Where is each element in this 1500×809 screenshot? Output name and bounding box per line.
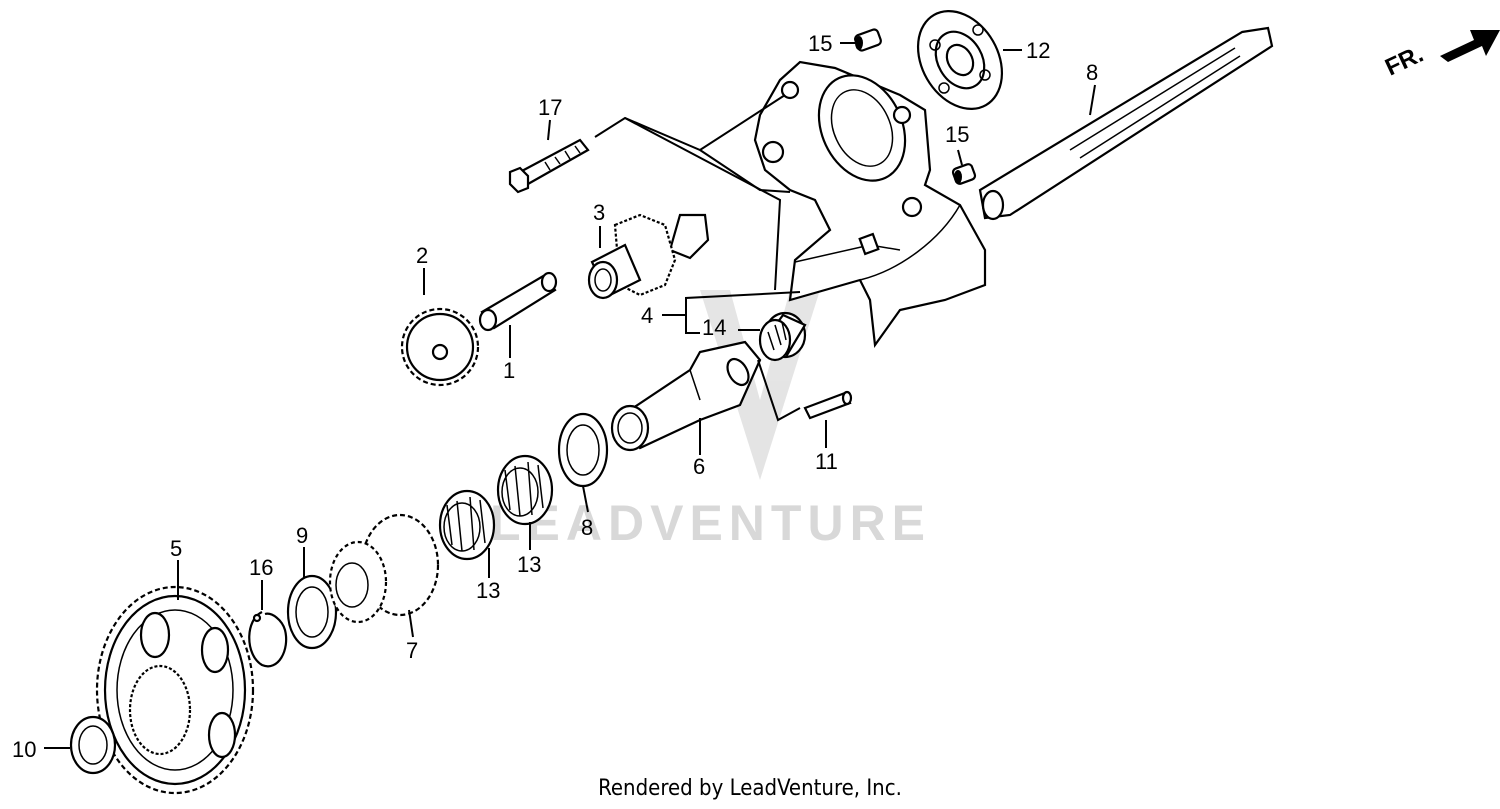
- callout-17: 17: [538, 95, 562, 120]
- callout-1: 1: [503, 358, 515, 383]
- callout-13-left: 13: [476, 578, 500, 603]
- part-bolt-17: [508, 138, 590, 194]
- part-gear-2: [400, 307, 480, 387]
- callout-7: 7: [406, 638, 418, 663]
- part-large-gear-5: [95, 585, 255, 795]
- callout-15-mid: 15: [945, 122, 969, 147]
- part-washer-10: [69, 715, 117, 775]
- callout-15-top: 15: [808, 31, 832, 56]
- part-shaft-8: [978, 26, 1274, 221]
- callout-10: 10: [12, 737, 36, 762]
- callout-16: 16: [249, 555, 273, 580]
- part-needle-bearing-14: [758, 311, 807, 362]
- part-circlip-16: [248, 611, 288, 668]
- part-pin-11: [803, 390, 853, 420]
- part-bearing-12: [916, 10, 1004, 110]
- callout-2: 2: [416, 243, 428, 268]
- callout-9-upper: 8: [581, 515, 593, 540]
- front-direction-marker: FR.: [1381, 30, 1500, 81]
- part-sleeve-6: [610, 340, 762, 452]
- callout-9-lower: 9: [296, 523, 308, 548]
- callouts: 15 12 8 17 15 3 2 4 14 1 6 11 8 9 5 16 1…: [12, 31, 1098, 762]
- callout-6: 6: [693, 454, 705, 479]
- callout-11: 11: [815, 449, 838, 474]
- callout-3: 3: [593, 200, 605, 225]
- callout-14: 14: [702, 315, 726, 340]
- callout-5: 5: [170, 536, 182, 561]
- callout-4: 4: [641, 303, 653, 328]
- part-pin-1: [478, 271, 558, 332]
- callout-12: 12: [1026, 38, 1050, 63]
- leader-lines: [44, 42, 1096, 749]
- part-double-gear-7: [328, 513, 440, 624]
- footer-credit: Rendered by LeadVenture, Inc.: [598, 776, 902, 801]
- part-washer-9-upper: [557, 412, 609, 488]
- part-dowel-15-mid: [951, 163, 977, 185]
- part-holder-4: [753, 60, 987, 348]
- part-dowel-15-top: [854, 28, 882, 52]
- part-gear-3: [587, 213, 710, 300]
- callout-8: 8: [1086, 60, 1098, 85]
- front-direction-label: FR.: [1381, 41, 1427, 82]
- part-washer-9-lower: [286, 574, 338, 650]
- part-needle-bearing-13-right: [496, 454, 554, 526]
- part-needle-bearing-13-left: [438, 489, 496, 561]
- front-direction-arrow-icon: [1440, 30, 1500, 62]
- callout-13-right: 13: [517, 552, 541, 577]
- watermark-text: LEADVENTURE: [490, 495, 931, 551]
